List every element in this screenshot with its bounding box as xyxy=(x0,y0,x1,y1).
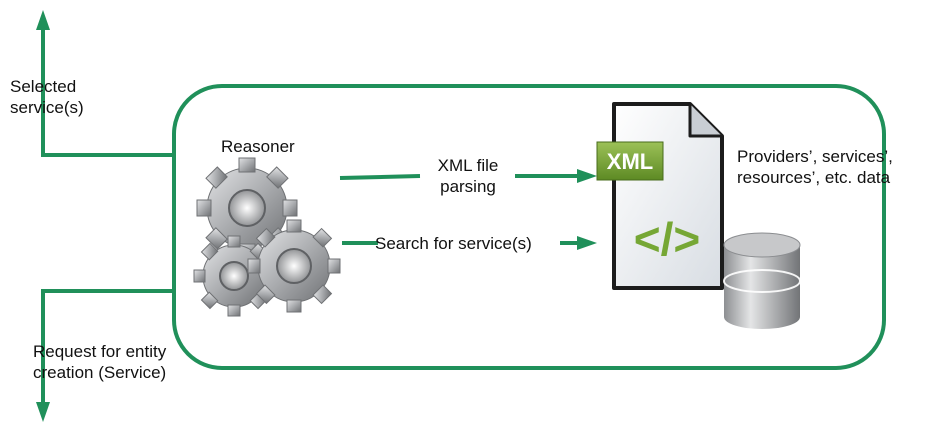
xml-parsing-arrowhead xyxy=(577,169,597,183)
data-sources-label: Providers’, services’, resources’, etc. … xyxy=(737,147,893,187)
selected-services-label: Selected service(s) xyxy=(10,77,84,117)
selected-services-arrowhead xyxy=(36,10,50,30)
xml-parsing-label: XML file parsing xyxy=(437,156,499,196)
search-arrowhead xyxy=(577,236,597,250)
reasoner-container xyxy=(172,84,886,370)
search-services-label: Search for service(s) xyxy=(375,234,532,253)
selected-services-connector xyxy=(41,28,174,157)
database-icon xyxy=(723,232,801,329)
code-brackets-glyph: </> xyxy=(634,213,701,265)
request-entity-arrowhead xyxy=(36,402,50,422)
reasoner-label: Reasoner xyxy=(221,137,295,156)
xml-parsing-arrow-start xyxy=(339,174,421,180)
xml-document-icon: XML </> xyxy=(596,102,724,290)
request-entity-connector xyxy=(41,289,174,404)
gears-icon xyxy=(193,157,341,317)
xml-badge-text: XML xyxy=(607,149,653,174)
xml-badge xyxy=(596,141,664,181)
request-entity-label: Request for entity creation (Service) xyxy=(33,342,167,382)
